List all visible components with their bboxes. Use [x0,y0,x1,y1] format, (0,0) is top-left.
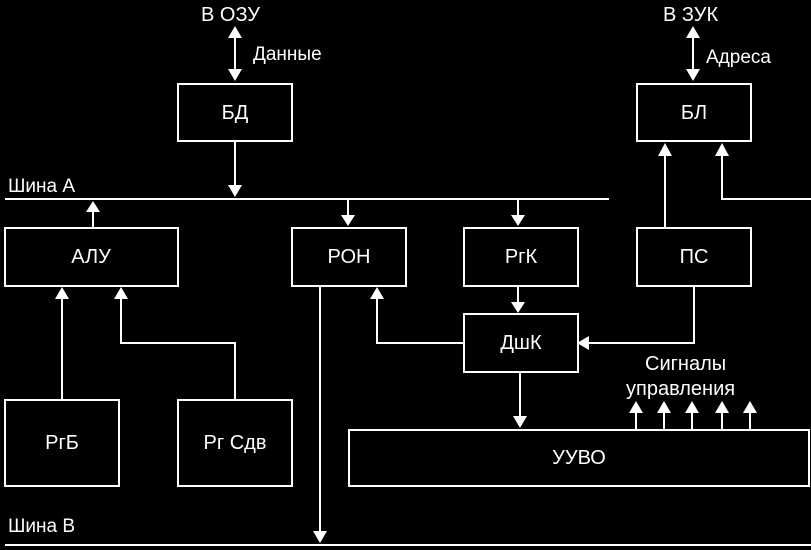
rgb-block: РгБ [4,399,120,487]
alu-block-label: АЛУ [71,246,111,268]
bus-a-to-rgk-arrow [511,199,525,226]
uuvo-block-label: УУВО [552,447,606,469]
external-to-bl-arrow [715,143,811,200]
dshk-to-uuvo-arrow [513,373,527,428]
ps-block: ПС [636,227,752,287]
ps-to-bl-arrow [658,143,672,227]
rgsdv-block: Рг Сдв [177,399,293,487]
rgb-block-label: РгБ [45,432,79,454]
data-label: Данные [253,44,322,65]
to-zuk-label: В ЗУК [663,4,718,26]
dshk-to-ron-arrow [370,287,463,344]
ron-block: РОН [291,227,407,287]
bd-block: БД [177,83,293,142]
ps-block-label: ПС [680,246,709,268]
alu-to-bus-a-arrow [86,201,100,227]
ps-to-dshk-arrow [577,287,695,350]
dshk-block: ДшК [463,313,579,373]
rgk-to-dshk-arrow [511,286,525,313]
bd-block-label: БД [222,102,249,124]
addresses-label: Адреса [706,47,771,68]
alu-block: АЛУ [4,227,179,287]
address-bidirectional-arrow [686,26,700,81]
bus-b-label: Шина В [8,516,75,537]
bl-block: БЛ [636,83,752,142]
rgk-block-label: РгК [505,246,538,268]
rgsdv-block-label: Рг Сдв [204,432,267,454]
control-signal-arrows [629,401,757,429]
bus-a-to-ron-arrow [341,199,355,226]
bus-a-label: Шина А [8,176,75,197]
rgb-to-alu-arrow [55,287,69,399]
ron-block-label: РОН [328,246,371,268]
signals-label-line2: управления [626,378,735,400]
rgsdv-to-alu-arrow [114,287,236,399]
dshk-block-label: ДшК [500,332,542,354]
rgk-block: РгК [463,227,579,287]
to-ozu-label: В ОЗУ [201,4,260,26]
signals-label-line1: Сигналы [645,353,726,375]
bl-block-label: БЛ [681,102,707,124]
ron-to-bus-b-arrow [313,287,327,543]
bd-to-bus-a-arrow [228,142,242,197]
uuvo-block: УУВО [348,429,810,487]
data-bidirectional-arrow [228,26,242,81]
